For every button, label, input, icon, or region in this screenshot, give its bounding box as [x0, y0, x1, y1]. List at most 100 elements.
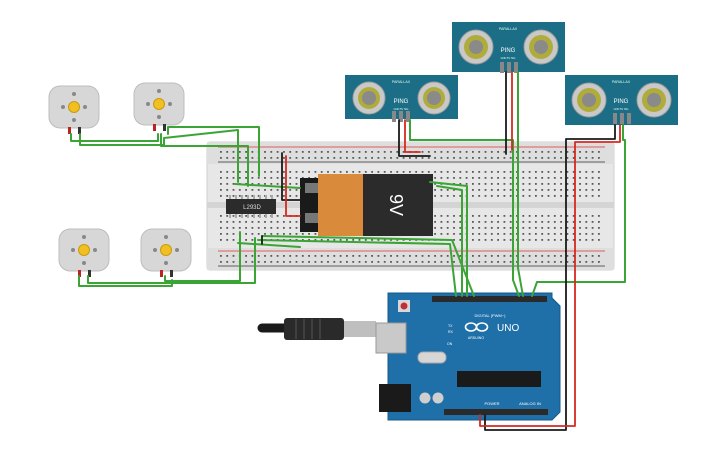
- breadboard-hole: [314, 151, 317, 153]
- breadboard-hole: [541, 177, 544, 179]
- breadboard-hole: [497, 221, 499, 223]
- breadboard-hole: [251, 221, 254, 223]
- breadboard-hole: [497, 177, 499, 179]
- breadboard-hole: [238, 227, 241, 229]
- breadboard-hole: [560, 221, 562, 223]
- breadboard-hole: [320, 255, 323, 257]
- breadboard-hole: [220, 183, 222, 185]
- breadboard-hole: [251, 215, 254, 217]
- breadboard-hole: [270, 255, 273, 257]
- breadboard-hole: [560, 215, 562, 217]
- breadboard-hole: [308, 239, 310, 241]
- breadboard-hole: [226, 151, 229, 153]
- breadboard-hole: [226, 221, 229, 223]
- breadboard-hole: [598, 255, 600, 257]
- dc-motor-3[interactable]: [58, 228, 110, 277]
- breadboard-hole: [264, 221, 266, 223]
- breadboard-hole: [434, 233, 436, 235]
- breadboard-hole: [585, 233, 588, 235]
- breadboard-hole: [226, 261, 229, 263]
- breadboard-hole: [364, 255, 367, 257]
- breadboard-hole: [264, 177, 266, 179]
- breadboard-hole: [251, 239, 254, 241]
- motor-driver-chip[interactable]: L293D: [226, 195, 276, 218]
- breadboard-hole: [264, 189, 266, 191]
- breadboard-hole: [572, 215, 575, 217]
- breadboard-hole: [598, 239, 600, 241]
- breadboard-hole: [453, 255, 455, 257]
- breadboard-hole: [220, 157, 222, 159]
- breadboard-hole: [257, 261, 260, 263]
- breadboard-hole: [238, 195, 241, 197]
- breadboard-hole: [446, 195, 449, 197]
- breadboard-hole: [301, 177, 304, 179]
- breadboard-hole: [553, 255, 556, 257]
- breadboard-hole: [440, 157, 443, 159]
- arduino-on-label: ON: [447, 342, 453, 346]
- breadboard-hole: [566, 255, 569, 257]
- breadboard-hole: [509, 177, 512, 179]
- breadboard-hole: [390, 171, 392, 173]
- breadboard-hole: [339, 255, 342, 257]
- arduino-uno-board[interactable]: DIGITAL (PWM~) TX RX ON UNO ARDUINO POWE…: [375, 292, 561, 421]
- breadboard-hole: [251, 255, 254, 257]
- breadboard-hole: [301, 239, 304, 241]
- breadboard-hole: [295, 255, 298, 257]
- breadboard-hole: [446, 215, 449, 217]
- breadboard-hole: [289, 151, 292, 153]
- breadboard-hole: [490, 171, 493, 173]
- breadboard-hole: [434, 183, 436, 185]
- breadboard-hole: [598, 157, 600, 159]
- dc-motor-1[interactable]: [48, 85, 100, 134]
- breadboard-hole: [383, 239, 386, 241]
- breadboard-hole: [358, 261, 361, 263]
- breadboard-hole: [459, 157, 462, 159]
- dc-motor-4[interactable]: [140, 228, 192, 277]
- breadboard-hole: [585, 171, 588, 173]
- breadboard-hole: [308, 255, 310, 257]
- breadboard-hole: [497, 227, 499, 229]
- breadboard-hole: [264, 227, 266, 229]
- breadboard-hole: [440, 233, 443, 235]
- arduino-power-label: POWER: [484, 401, 499, 406]
- sensor-pins: GND 5V SIG: [614, 107, 629, 111]
- breadboard-hole: [301, 151, 304, 153]
- breadboard-hole: [497, 195, 499, 197]
- breadboard-hole: [276, 195, 279, 197]
- dc-motor-2[interactable]: [133, 82, 185, 131]
- breadboard-hole: [377, 261, 380, 263]
- breadboard-hole: [257, 215, 260, 217]
- breadboard-hole: [333, 151, 336, 153]
- breadboard-hole: [251, 151, 254, 153]
- breadboard-hole: [478, 255, 481, 257]
- breadboard-hole: [220, 171, 222, 173]
- breadboard-hole: [553, 195, 556, 197]
- ultrasonic-sensor-3[interactable]: PARALLAX PING GND 5V SIG: [565, 75, 678, 125]
- breadboard-hole: [434, 261, 436, 263]
- battery-9v[interactable]: 9V: [300, 174, 433, 236]
- breadboard-hole: [453, 227, 455, 229]
- breadboard-hole: [598, 215, 600, 217]
- usb-cable[interactable]: [257, 318, 376, 340]
- breadboard-hole: [226, 171, 229, 173]
- breadboard-hole: [522, 261, 525, 263]
- ultrasonic-sensor-1[interactable]: PARALLAX PING GND 5V SIG: [345, 75, 458, 122]
- breadboard-hole: [478, 233, 481, 235]
- breadboard-hole: [591, 189, 594, 191]
- breadboard-hole: [522, 183, 525, 185]
- breadboard-hole: [490, 239, 493, 241]
- ultrasonic-sensor-2[interactable]: PARALLAX PING GND 5V SIG: [452, 22, 565, 73]
- breadboard-hole: [226, 255, 229, 257]
- breadboard-hole: [572, 227, 575, 229]
- breadboard-hole: [327, 255, 329, 257]
- breadboard-hole: [232, 221, 235, 223]
- breadboard-hole: [484, 177, 487, 179]
- breadboard-hole: [245, 215, 247, 217]
- breadboard-hole: [232, 227, 235, 229]
- breadboard-hole: [503, 171, 506, 173]
- breadboard-hole: [528, 239, 531, 241]
- breadboard-hole: [226, 239, 229, 241]
- breadboard-hole: [585, 195, 588, 197]
- arduino-model: UNO: [497, 323, 519, 334]
- breadboard-hole: [484, 233, 487, 235]
